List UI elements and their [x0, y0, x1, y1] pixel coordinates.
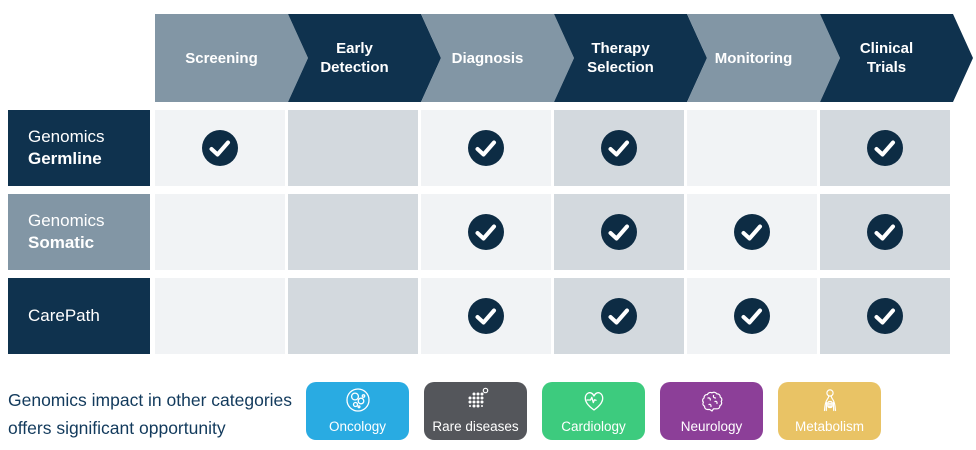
- matrix-cell: [155, 278, 285, 354]
- stage-screening: Screening: [155, 14, 308, 102]
- row-title: CarePath: [28, 306, 100, 325]
- stage-clinical-trials: Clinical Trials: [820, 14, 973, 102]
- checkmark-icon: [601, 298, 637, 334]
- dot-matrix-icon: [460, 385, 492, 422]
- matrix-cell: [820, 194, 950, 270]
- checkmark-icon: [734, 214, 770, 250]
- category-badge-rare-diseases: Rare diseases: [424, 382, 527, 440]
- matrix-cell: [288, 110, 418, 186]
- matrix-cell: [155, 110, 285, 186]
- stage-early-detection: Early Detection: [288, 14, 441, 102]
- stage-label: Monitoring: [714, 49, 793, 67]
- category-badge-cardiology: Cardiology: [542, 382, 645, 440]
- matrix-cell: [288, 194, 418, 270]
- row-label-genomics-germline: Genomics Germline: [8, 110, 150, 186]
- row-label-genomics-somatic: Genomics Somatic: [8, 194, 150, 270]
- category-label: Cardiology: [561, 419, 626, 434]
- checkmark-icon: [468, 214, 504, 250]
- matrix-cell: [820, 278, 950, 354]
- matrix-cell: [554, 194, 684, 270]
- checkmark-icon: [734, 298, 770, 334]
- matrix-cell: [421, 194, 551, 270]
- matrix-cell: [288, 278, 418, 354]
- matrix-cell: [687, 110, 817, 186]
- category-label: Neurology: [680, 419, 743, 434]
- matrix-cell: [155, 194, 285, 270]
- stage-diagnosis: Diagnosis: [421, 14, 574, 102]
- footnote-line-2: offers significant opportunity: [8, 418, 226, 438]
- category-badge-metabolism: Metabolism: [778, 382, 881, 440]
- footnote-line-1: Genomics impact in other categories: [8, 390, 293, 410]
- digestive-tract-icon: [814, 385, 846, 422]
- category-label: Rare diseases: [432, 419, 519, 434]
- stage-monitoring: Monitoring: [687, 14, 840, 102]
- row-title: Genomics: [28, 127, 105, 146]
- checkmark-icon: [468, 298, 504, 334]
- row-label-carepath: CarePath: [8, 278, 150, 354]
- cell-cluster-icon: [342, 385, 374, 422]
- matrix-cell: [687, 278, 817, 354]
- checkmark-icon: [601, 130, 637, 166]
- matrix-cell: [687, 194, 817, 270]
- checkmark-icon: [202, 130, 238, 166]
- stage-label: Clinical Trials: [859, 40, 914, 76]
- stage-label: Screening: [185, 49, 258, 67]
- checkmark-icon: [867, 214, 903, 250]
- footnote-text: Genomics impact in other categories offe…: [8, 386, 308, 442]
- category-badge-oncology: Oncology: [306, 382, 409, 440]
- category-badge-neurology: Neurology: [660, 382, 763, 440]
- matrix-cell: [421, 110, 551, 186]
- category-label: Oncology: [328, 419, 387, 434]
- heart-pulse-icon: [578, 385, 610, 422]
- checkmark-icon: [867, 298, 903, 334]
- stage-label: Diagnosis: [451, 49, 524, 67]
- stage-label: Early Detection: [320, 40, 389, 76]
- row-title: Genomics: [28, 211, 105, 230]
- stage-therapy-selection: Therapy Selection: [554, 14, 707, 102]
- row-subtitle: Germline: [28, 149, 102, 168]
- stage-label: Therapy Selection: [587, 40, 654, 76]
- matrix-cell: [820, 110, 950, 186]
- checkmark-icon: [867, 130, 903, 166]
- category-label: Metabolism: [794, 419, 865, 434]
- brain-icon: [696, 385, 728, 422]
- row-subtitle: Somatic: [28, 233, 95, 252]
- matrix-cell: [554, 278, 684, 354]
- checkmark-icon: [468, 130, 504, 166]
- checkmark-icon: [601, 214, 637, 250]
- matrix-cell: [554, 110, 684, 186]
- matrix-cell: [421, 278, 551, 354]
